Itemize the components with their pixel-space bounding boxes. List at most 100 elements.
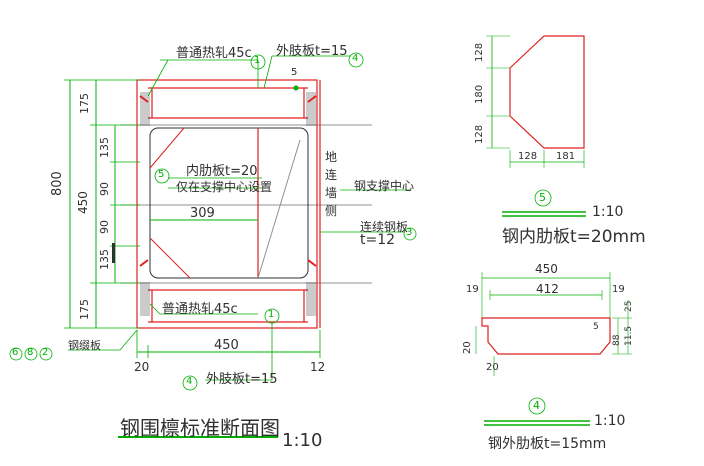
dim-450-left-label: 450: [76, 191, 90, 214]
circle-id-1-top: [250, 54, 266, 70]
detail4-dim-412: 412: [536, 282, 559, 296]
channel-flange-tl: [140, 92, 150, 126]
label-mark-5: 5: [291, 67, 298, 78]
circle-id-8: [24, 347, 38, 361]
detail5-caption: 钢内肋板t=20mm: [502, 227, 646, 247]
label-id-5: 5: [158, 169, 165, 180]
circle-id-3: [403, 227, 417, 241]
leader-outer-plate-top: [263, 55, 350, 89]
label-continuous-plate: 连续钢板: [360, 220, 409, 234]
leader-inner-rib: [168, 177, 262, 189]
label-id-2: 2: [42, 347, 49, 358]
label-inner-rib-note: 仅在支撑中心设置: [176, 180, 273, 194]
dim-135-top: 135: [98, 137, 111, 158]
outer-plates-outline: [136, 79, 318, 329]
detail4-caption: 钢外肋板t=15mm: [488, 436, 607, 452]
label-channel-bottom: 普通热轧45c: [162, 302, 238, 317]
label-wall-2: 连: [325, 168, 338, 182]
label-outer-plate-top: 外肢板t=15: [276, 44, 348, 59]
dim-800-label: 800: [50, 171, 65, 196]
label-continuous-plate-t: t=12: [360, 232, 396, 248]
label-dim-20: 20: [134, 360, 150, 374]
dim-135-bottom: 135: [98, 249, 111, 270]
detail4-mark-5: 5: [593, 322, 599, 332]
circle-id-4-bottom: [182, 375, 198, 391]
detail4-dim-19-left: 19: [466, 284, 479, 295]
inner-rib-slope: [257, 139, 301, 279]
dim-450-ext: [136, 330, 321, 358]
detail5-caption-lines: [502, 211, 586, 217]
leader-channel-top: [147, 59, 259, 97]
detail4-id: 4: [533, 399, 540, 412]
detail4-dim-88: 88: [612, 334, 622, 346]
channel-flange-bl: [140, 282, 150, 316]
label-id-4-bottom: 4: [186, 376, 193, 387]
detail4-caption-lines: [484, 420, 590, 426]
leader-channel-bottom: [149, 303, 258, 315]
detail4-scale: 1:10: [594, 413, 626, 429]
detail4-dim-19-right: 19: [612, 284, 625, 295]
main-title: 钢围檩标准断面图: [120, 416, 280, 440]
dim-175-top: 175: [78, 93, 91, 114]
label-id-4-top: 4: [352, 53, 359, 64]
detail4-dim-right: [612, 300, 632, 355]
detail-5-inner-rib: [486, 35, 586, 217]
detail5-dim-180: 180: [474, 84, 485, 104]
inner-rib-edges: [149, 127, 191, 279]
dim-90-top: 90: [98, 182, 111, 196]
detail4-dim-left: [475, 326, 495, 376]
channel-flange-br: [306, 282, 316, 316]
bottom-channel-outline: [148, 289, 308, 323]
detail5-dim-181-h: 181: [556, 151, 576, 162]
main-title-scale: 1:10: [282, 430, 323, 451]
detail4-dim-20-bottom: 20: [486, 362, 499, 373]
detail5-id-circle: [534, 189, 552, 207]
circle-id-1-bottom: [264, 308, 280, 324]
detail-4-outer-plate: [475, 272, 632, 426]
detail5-dim-128-bottom: 128: [474, 124, 485, 144]
corner-welds: [139, 95, 317, 267]
leader-outer-plate-bottom: [205, 322, 273, 381]
label-wall-3: 墙: [325, 186, 338, 200]
label-id-8: 8: [27, 347, 34, 358]
label-wall-4: 侧: [325, 204, 338, 218]
circle-id-5: [154, 168, 170, 184]
label-channel-top: 普通热轧45c: [176, 46, 252, 61]
dim-175-bottom: 175: [78, 299, 91, 320]
detail4-dim-20-left: 20: [462, 341, 473, 354]
leader-steel-strip: [68, 329, 138, 351]
inner-frame: [149, 127, 309, 279]
mark-5-dot: [293, 85, 299, 91]
label-steel-strip: 钢缀板: [68, 339, 101, 352]
inner-rib-shape: [509, 35, 585, 149]
label-id-3: 3: [406, 227, 413, 238]
label-wall-1: 地: [325, 150, 338, 164]
label-steel-support-center: 钢支撑中心: [354, 179, 415, 193]
label-id-1-top: 1: [254, 55, 261, 66]
label-outer-plate-bottom: 外肢板t=15: [206, 372, 278, 387]
dim-extension-lines: [64, 79, 140, 329]
detail4-id-circle: [528, 397, 546, 415]
detail4-dim-25: 25: [624, 300, 634, 312]
label-dim-450-bottom: 450: [214, 338, 239, 353]
detail4-dim-ext: [481, 272, 611, 318]
main-section-view: [9, 52, 417, 438]
detail5-dim-128-top: 128: [474, 42, 485, 62]
channel-flange-tr: [306, 92, 316, 126]
label-dim-309: 309: [190, 206, 215, 221]
detail5-dim-hext: [509, 150, 585, 168]
top-channel-outline: [148, 87, 308, 119]
detail5-dim-ext: [486, 35, 510, 149]
label-id-6: 6: [12, 347, 19, 358]
dim-marker-bar: [112, 243, 115, 263]
dim-90-bottom: 90: [98, 220, 111, 234]
circle-id-4-top: [348, 52, 364, 68]
detail4-dim-11-5: 11.5: [624, 325, 634, 346]
circle-id-2: [39, 347, 53, 361]
detail5-id: 5: [539, 191, 546, 204]
label-id-1-bottom: 1: [268, 309, 275, 320]
outer-plate-shape: [481, 317, 611, 355]
circle-id-6: [9, 347, 23, 361]
detail5-scale: 1:10: [592, 204, 624, 220]
